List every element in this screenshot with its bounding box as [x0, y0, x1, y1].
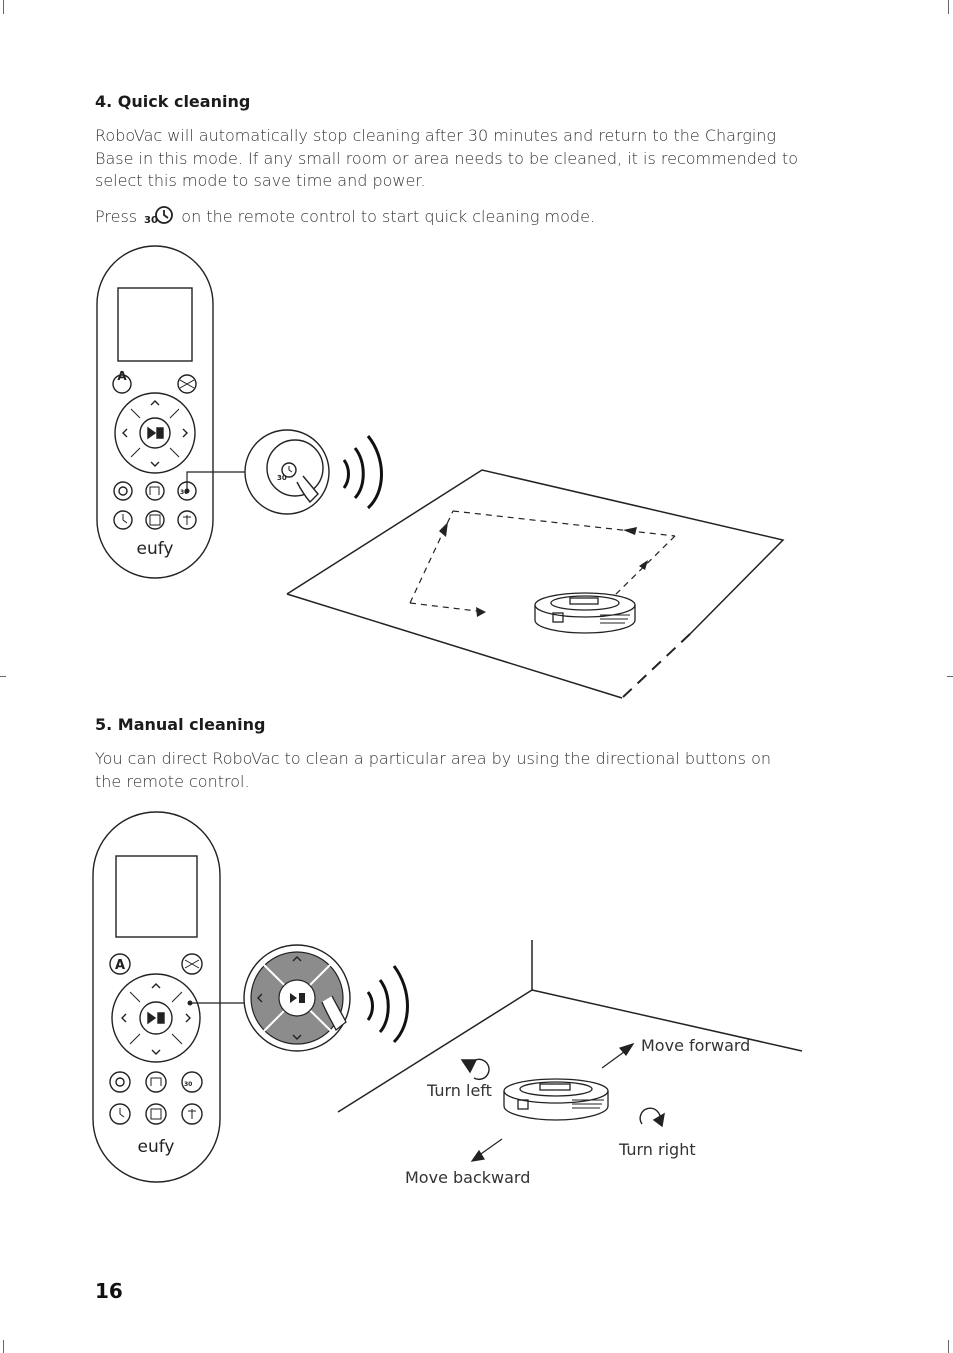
- section4-heading: 4. Quick cleaning: [95, 92, 251, 111]
- quick-clean-button-zoom: [244, 429, 330, 515]
- eufy-logo: eufy: [137, 539, 174, 559]
- section5-paragraph: You can direct RoboVac to clean a partic…: [95, 749, 772, 791]
- crop-mark: [3, 0, 4, 14]
- floor-plane: [286, 469, 785, 635]
- cleaning-path: [409, 510, 676, 613]
- section4-paragraph: RoboVac will automatically stop cleaning…: [95, 126, 799, 190]
- quick-clean-icon-label: 30: [144, 215, 158, 226]
- press-prefix: Press: [95, 207, 138, 226]
- crop-mark: [948, 0, 949, 14]
- quick-clean-icon: 30: [144, 204, 174, 235]
- remote-control-bottom: [92, 811, 221, 1183]
- remote-control-top: [96, 245, 214, 579]
- remote-30-label: 30: [180, 489, 188, 496]
- section5-heading: 5. Manual cleaning: [95, 715, 266, 734]
- auto-button-label-2: A: [115, 958, 125, 973]
- label-turn-left: Turn left: [427, 1081, 492, 1100]
- turn-right-arrow: [639, 1107, 665, 1128]
- manual-clean-illustration: A 30 eufy: [92, 811, 803, 1183]
- move-forward-arrow: [601, 1042, 635, 1069]
- label-move-forward: Move forward: [641, 1036, 751, 1055]
- turn-left-arrow: [460, 1058, 490, 1081]
- signal-waves-2: [366, 965, 409, 1044]
- auto-button-label: A: [117, 369, 127, 383]
- robovac-manual: [503, 1078, 609, 1121]
- move-backward-arrow: [470, 1138, 503, 1162]
- crop-mark: [947, 676, 953, 677]
- remote-30-label-2: 30: [184, 1081, 192, 1088]
- label-move-backward: Move backward: [405, 1168, 531, 1187]
- quick-clean-illustration: A 30 eufy 30: [96, 245, 785, 699]
- crop-mark: [0, 676, 6, 677]
- room-corner: [337, 940, 803, 1113]
- eufy-logo-2: eufy: [138, 1137, 175, 1157]
- zoom-30-label: 30: [277, 474, 287, 482]
- robovac-top: [534, 592, 636, 634]
- page-number: 16: [95, 1279, 123, 1303]
- crop-mark: [3, 1340, 4, 1353]
- crop-mark: [948, 1340, 949, 1353]
- signal-waves: [342, 435, 383, 510]
- direction-pad-zoom: [243, 944, 351, 1052]
- section4-press-line: Press 30 on the remote control to start …: [95, 204, 815, 235]
- press-suffix: on the remote control to start quick cle…: [181, 207, 596, 226]
- label-turn-right: Turn right: [619, 1140, 696, 1159]
